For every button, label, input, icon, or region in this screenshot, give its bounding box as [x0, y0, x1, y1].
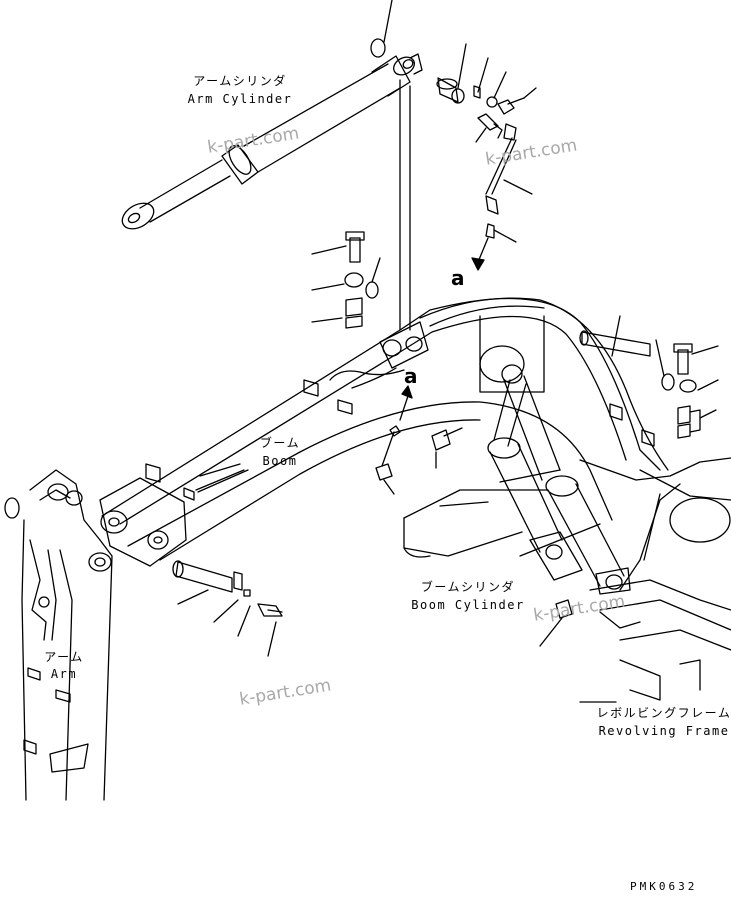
arm-label-en: Arm: [50, 667, 78, 681]
arm-cylinder-drawing: [118, 0, 422, 234]
boom-label-jp: ブーム: [259, 436, 301, 450]
revolving-frame-label-en: Revolving Frame: [598, 724, 730, 738]
callout-a-top: a: [451, 266, 465, 290]
arm-cylinder-pin-parts: [437, 44, 536, 270]
boom-cylinder-label-en: Boom Cylinder: [411, 598, 525, 612]
label-leaders: [196, 464, 616, 702]
boom-bolt-parts: [312, 232, 718, 646]
arm-cylinder-label-jp: アームシリンダ: [193, 74, 287, 88]
arm-drawing: [5, 470, 112, 800]
callout-a-mid: a: [404, 364, 418, 388]
arm-label-jp: アーム: [44, 650, 84, 664]
arm-cylinder-label-en: Arm Cylinder: [187, 92, 293, 106]
boom-label-en: Boom: [262, 454, 298, 468]
boom-foot-pin-parts: [173, 561, 282, 656]
revolving-frame-drawing: [404, 458, 731, 700]
drawing-code: PMK0632: [630, 880, 698, 893]
boom-cylinder-drawing: [488, 376, 630, 594]
revolving-frame-label-jp: レボルビングフレーム: [596, 706, 731, 720]
boom-cylinder-label-jp: ブームシリンダ: [420, 580, 516, 594]
boom-drawing: [100, 80, 668, 566]
